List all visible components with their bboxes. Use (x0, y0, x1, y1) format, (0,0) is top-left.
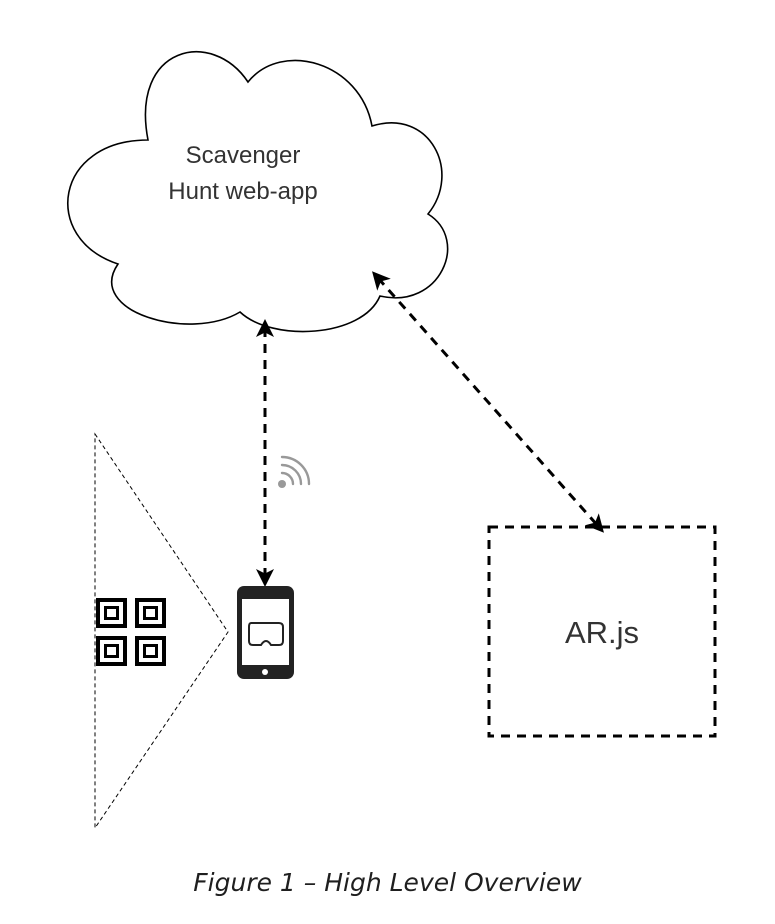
smartphone-vr-icon (237, 586, 294, 679)
cloud-label-line2: Hunt web-app (168, 178, 317, 205)
figure-caption: Figure 1 – High Level Overview (193, 868, 582, 897)
arjs-label: AR.js (565, 615, 639, 650)
wifi-signal-icon (278, 455, 311, 488)
qr-code-icon (96, 598, 166, 666)
web-app-cloud: Scavenger Hunt web-app (67, 51, 449, 333)
camera-view-cone (94, 432, 229, 830)
arjs-box-border (487, 525, 717, 738)
cloud-label-line1: Scavenger (186, 142, 301, 169)
cloud-arjs-connector (372, 271, 604, 533)
arjs-library-box: AR.js (487, 525, 717, 738)
